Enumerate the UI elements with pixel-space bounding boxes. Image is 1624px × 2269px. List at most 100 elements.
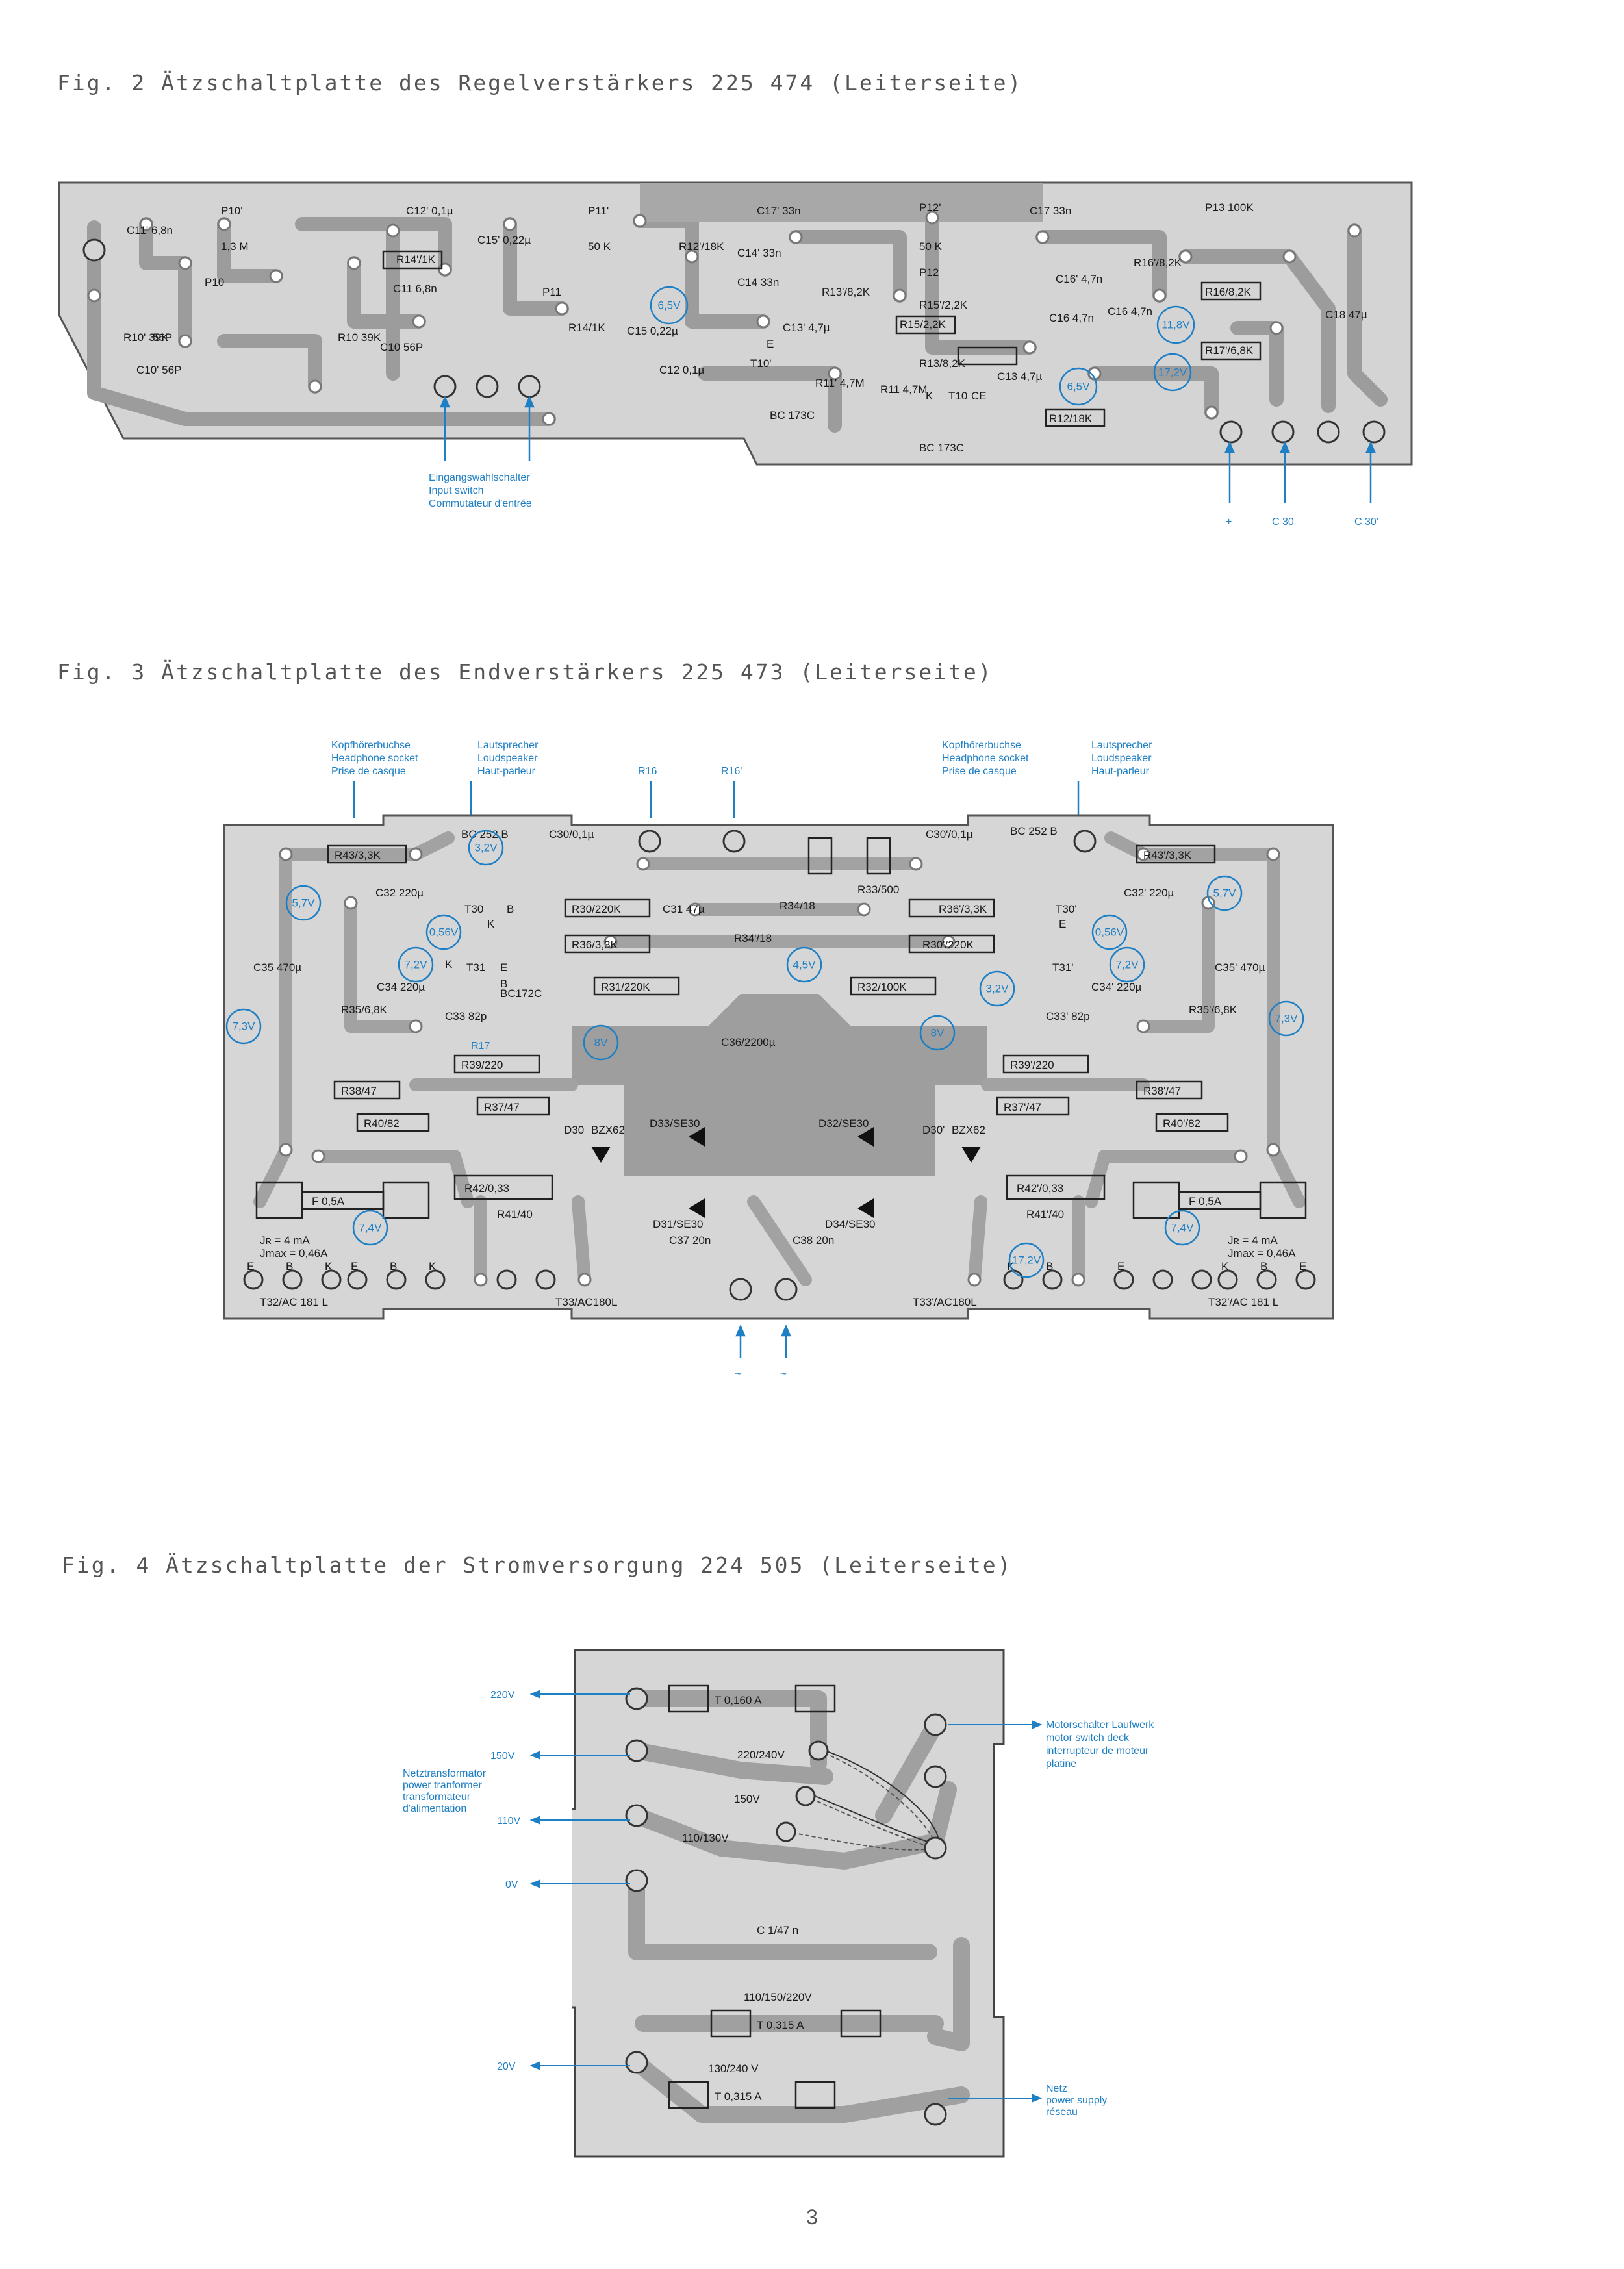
- fig3-speaker-fr: Haut-parleur: [477, 766, 536, 777]
- fig4-label-0v: 0V: [505, 1879, 518, 1890]
- fig4-v220-240: 220/240V: [737, 1749, 785, 1761]
- fig3-fuse-boxes: [255, 837, 1307, 1219]
- fig3-label: R17: [471, 1041, 490, 1052]
- fig2-label: R10 39K: [338, 331, 381, 344]
- fig3-label: T31': [1052, 961, 1074, 974]
- fig3-label: C33' 82p: [1046, 1010, 1090, 1022]
- fig3-voltage-rings: [225, 830, 1304, 1278]
- fig3-label: BC 252 B: [1010, 825, 1058, 837]
- fig3-headphone-fr-r: Prise de casque: [942, 766, 1017, 777]
- fig3-label: C34 220µ: [377, 981, 425, 993]
- fig3-label: BZX62: [952, 1124, 985, 1136]
- fig4-fuse2: T 0,315 A: [757, 2019, 804, 2031]
- fig2-caption: Fig. 2 Ätzschaltplatte des Regelverstärk…: [57, 70, 1023, 95]
- fig3-label: D32/SE30: [818, 1117, 869, 1130]
- fig3-speaker-en-r: Loudspeaker: [1091, 753, 1152, 764]
- fig2-label: K: [926, 390, 933, 402]
- fig3-speaker-de: Lautsprecher: [477, 740, 539, 751]
- fig4-board: T 0,160 A 220/240V 150V 110/130V C 1/47 …: [572, 1649, 1005, 2158]
- fig2-label: P10': [221, 205, 243, 217]
- fig4-caption: Fig. 4 Ätzschaltplatte der Stromversorgu…: [62, 1553, 1013, 1578]
- fig2-label: P12': [919, 201, 941, 214]
- fig3-label: R35/6,8K: [341, 1004, 388, 1016]
- fig2-label: C12' 0,1µ: [406, 205, 453, 217]
- fig3-label: D34/SE30: [825, 1218, 876, 1230]
- fig4-mains-de: Netz: [1046, 2083, 1067, 2094]
- fig2-label: 50 K: [588, 240, 611, 253]
- fig2-voltage: 6,5V: [658, 299, 681, 312]
- fig2-label: T10: [948, 390, 967, 402]
- fig2-label: T10': [750, 357, 772, 370]
- fig4-transformer-de: Netztransformator: [403, 1768, 487, 1779]
- fig3-board: BC 252 B R43/3,3K 3,2V C30/0,1µ R33/500 …: [223, 814, 1334, 1320]
- fig3-headphone-en-r: Headphone socket: [942, 753, 1029, 764]
- fig3-resistor-boxes: [327, 844, 1229, 1132]
- fig2-pads: [87, 210, 1362, 426]
- fig4-motor-fr: interrupteur de moteur: [1046, 1745, 1149, 1756]
- fig3-label: B: [500, 978, 507, 990]
- fig2-annotations: Eingangswahlschalter Input switch Commut…: [429, 395, 1378, 527]
- fig2-label: R13/8,2K: [919, 357, 966, 370]
- fig4-fuse-boxes: [668, 1684, 882, 2109]
- fig3-label: D31/SE30: [653, 1218, 704, 1230]
- fig3-voltage: 7,3V: [1275, 1013, 1299, 1025]
- fig3-label: F 0,5A: [1189, 1195, 1222, 1208]
- fig2-label: R11 4,7M: [880, 383, 927, 396]
- fig2-label: R10' 39K: [123, 331, 169, 344]
- fig4-fuse1: T 0,160 A: [715, 1694, 762, 1706]
- fig3-headphone-de-r: Kopfhörerbuchse: [942, 740, 1021, 751]
- fig3-label: Jmax = 0,46A: [260, 1247, 328, 1260]
- fig3-label: R43'/3,3K: [1143, 849, 1192, 861]
- fig3-label: B: [286, 1260, 293, 1273]
- fig4-mains-en: power supply: [1046, 2095, 1107, 2106]
- fig2-label: R14/1K: [568, 322, 605, 334]
- fig2-voltage: 6,5V: [1067, 381, 1091, 393]
- fig3-headphone-en: Headphone socket: [331, 753, 418, 764]
- fig3-label: R32/100K: [857, 981, 907, 993]
- fig4-traces: [628, 1690, 970, 2123]
- fig3-label: C34' 220µ: [1091, 981, 1142, 993]
- fig3-label: E: [1299, 1260, 1306, 1273]
- fig3-top-arrows: [353, 781, 1080, 818]
- fig2-label: C15' 0,22µ: [477, 234, 531, 246]
- fig2-label: C11' 6,8n: [127, 224, 173, 236]
- fig3-label: C30/0,1µ: [549, 828, 594, 841]
- fig3-voltage: 5,7V: [1213, 887, 1237, 900]
- fig2-label: C10 56P: [380, 341, 423, 353]
- fig2-label: C13' 4,7µ: [783, 322, 830, 334]
- fig4-v110-150-220: 110/150/220V: [744, 1991, 812, 2003]
- fig2-terminal-plus: +: [1226, 516, 1232, 527]
- fig3-voltage: 8V: [931, 1027, 945, 1039]
- fig3-label: B: [1260, 1260, 1267, 1273]
- fig3-voltage: 0,56V: [1095, 926, 1124, 939]
- fig3-label: K: [325, 1260, 333, 1273]
- fig2-label: R12/18K: [1049, 412, 1093, 425]
- fig3-label: D33/SE30: [650, 1117, 700, 1130]
- fig2-voltage: 11,8V: [1161, 319, 1190, 331]
- fig3-label: R36'/3,3K: [939, 903, 987, 915]
- fig4-transformer-en: power tranformer: [403, 1780, 482, 1791]
- fig2-input-label-fr: Commutateur d'entrée: [429, 498, 532, 509]
- fig3-label: E: [1117, 1260, 1124, 1273]
- fig3-label: B: [1046, 1260, 1053, 1273]
- fig3-speaker-fr-r: Haut-parleur: [1091, 766, 1150, 777]
- fig4-v150: 150V: [734, 1793, 760, 1805]
- fig2-label: C14 33n: [737, 276, 779, 288]
- fig2-input-label-en: Input switch: [429, 485, 483, 496]
- fig2-label: E: [767, 338, 774, 350]
- fig2-label: P12: [919, 266, 939, 279]
- fig3-speaker-en: Loudspeaker: [477, 753, 538, 764]
- fig2-label: R16'/8,2K: [1134, 257, 1182, 269]
- fig2-label: 50 K: [919, 240, 943, 253]
- fig4-cap: C 1/47 n: [757, 1924, 798, 1936]
- fig3-voltage: 7,2V: [1116, 959, 1139, 971]
- fig3-label: R34/18: [780, 900, 815, 912]
- fig3-voltage: 5,7V: [292, 897, 316, 909]
- fig2-terminal-c30: C 30: [1272, 516, 1294, 527]
- fig3-label: C36/2200µ: [721, 1036, 776, 1048]
- fig3-label: C37 20n: [669, 1234, 711, 1247]
- fig3-label: R35'/6,8K: [1189, 1004, 1237, 1016]
- fig2-label: R12'/18K: [679, 240, 724, 253]
- fig3-headphone-de: Kopfhörerbuchse: [331, 740, 411, 751]
- fig3-voltage: 17,2V: [1012, 1254, 1041, 1267]
